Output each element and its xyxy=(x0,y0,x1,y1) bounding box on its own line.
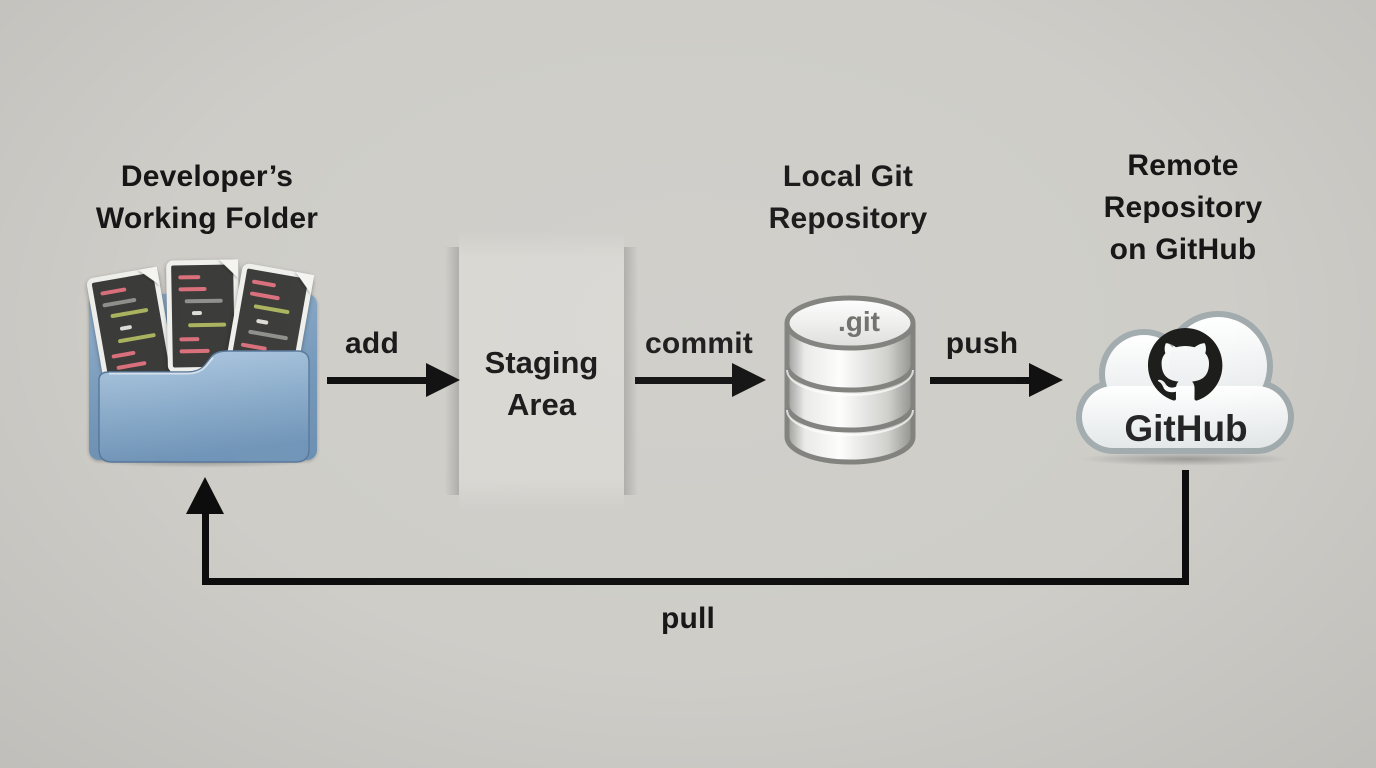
pull-arrowhead xyxy=(186,477,224,514)
commit-arrow xyxy=(635,363,766,397)
add-arrow xyxy=(327,363,460,397)
staging-area-node: Staging Area xyxy=(445,230,638,512)
pull-arrow-segment-across xyxy=(202,578,1189,585)
working-folder-title: Developer’s Working Folder xyxy=(95,160,319,235)
octocat-icon xyxy=(1148,328,1223,401)
add-label: add xyxy=(345,327,399,360)
github-cloud-icon: GitHub xyxy=(1076,311,1294,454)
remote-repo-title: Remote Repository on GitHub xyxy=(1103,149,1263,266)
pull-label: pull xyxy=(660,602,716,635)
pull-arrow-segment-down xyxy=(1182,470,1189,585)
staging-area-label: Staging Area xyxy=(484,345,599,422)
git-database-icon: .git xyxy=(784,295,916,465)
push-arrow xyxy=(930,363,1063,397)
pull-arrow-segment-up xyxy=(202,510,209,585)
local-repo-title: Local Git Repository xyxy=(768,160,928,235)
folder-front xyxy=(98,350,310,463)
git-db-label: .git xyxy=(838,306,880,337)
push-label: push xyxy=(945,327,1019,360)
github-label: GitHub xyxy=(1124,408,1247,449)
commit-label: commit xyxy=(645,327,753,360)
working-folder-icon xyxy=(83,256,323,470)
cloud-shadow xyxy=(1080,452,1292,466)
